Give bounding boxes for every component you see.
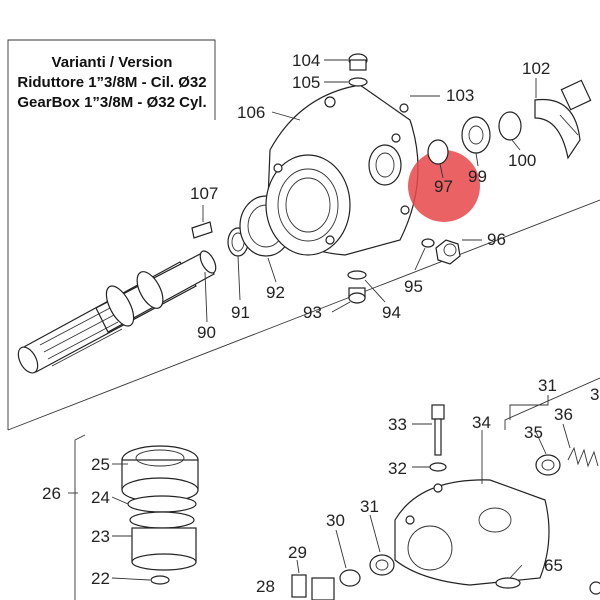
callout-90: 90 bbox=[197, 323, 216, 342]
washer-32 bbox=[429, 462, 447, 472]
piston-stack bbox=[121, 445, 199, 585]
part-29 bbox=[291, 574, 335, 600]
plug-103 bbox=[399, 103, 409, 113]
ring-100 bbox=[498, 111, 522, 141]
variant-subtitle-en: GearBox 1”3/8M - Ø32 Cyl. bbox=[17, 94, 206, 111]
plug-3x bbox=[589, 581, 600, 595]
callout-107: 107 bbox=[190, 184, 218, 203]
callout-97: 97 bbox=[434, 177, 453, 196]
callout-96: 96 bbox=[487, 230, 506, 249]
lower-frame bbox=[74, 377, 600, 600]
callout-25: 25 bbox=[91, 455, 110, 474]
callout-3x: 3 bbox=[590, 385, 599, 404]
variant-panel: Varianti / Version Riduttore 1”3/8M - Ci… bbox=[7, 39, 600, 431]
callout-29: 29 bbox=[288, 543, 307, 562]
oring-95 bbox=[421, 238, 435, 248]
callout-33: 33 bbox=[388, 415, 407, 434]
callout-94: 94 bbox=[382, 303, 401, 322]
callout-30: 30 bbox=[326, 511, 345, 530]
variant-subtitle-it: Riduttore 1”3/8M - Cil. Ø32 bbox=[17, 74, 206, 91]
leader-lines bbox=[68, 59, 571, 581]
callout-104: 104 bbox=[292, 51, 320, 70]
variant-title: Varianti / Version bbox=[52, 54, 173, 71]
callout-105: 105 bbox=[292, 73, 320, 92]
callout-99: 99 bbox=[468, 167, 487, 186]
callout-91: 91 bbox=[231, 303, 250, 322]
oring-97 bbox=[427, 139, 449, 165]
ring-30 bbox=[339, 569, 361, 587]
callout-92: 92 bbox=[266, 283, 285, 302]
callout-32: 32 bbox=[388, 459, 407, 478]
spring-36 bbox=[567, 446, 599, 468]
callout-31-top: 31 bbox=[538, 376, 557, 395]
valve-31 bbox=[369, 554, 395, 576]
callout-36: 36 bbox=[554, 405, 573, 424]
bottom-plug bbox=[347, 270, 367, 304]
bolt-33 bbox=[431, 404, 445, 456]
callout-28: 28 bbox=[256, 577, 275, 596]
callout-34: 34 bbox=[472, 413, 491, 432]
highlight-spot bbox=[408, 150, 480, 222]
elbow-102 bbox=[534, 79, 592, 160]
gearbox-housing bbox=[265, 84, 419, 256]
plug-96 bbox=[435, 239, 461, 265]
valve-35 bbox=[535, 454, 561, 476]
callout-22: 22 bbox=[91, 569, 110, 588]
callout-103: 103 bbox=[446, 86, 474, 105]
callout-31-bottom: 31 bbox=[360, 497, 379, 516]
callout-23: 23 bbox=[91, 527, 110, 546]
callout-labels: 104 105 103 102 106 107 97 99 100 96 95 … bbox=[42, 51, 599, 596]
shaft-part bbox=[17, 250, 217, 374]
callout-26: 26 bbox=[42, 484, 61, 503]
head-34 bbox=[394, 479, 550, 586]
callout-35: 35 bbox=[524, 423, 543, 442]
callout-24: 24 bbox=[91, 488, 110, 507]
callout-100: 100 bbox=[508, 151, 536, 170]
callout-65: 65 bbox=[544, 556, 563, 575]
fitting-99 bbox=[461, 116, 491, 154]
callout-102: 102 bbox=[522, 59, 550, 78]
callout-93: 93 bbox=[303, 303, 322, 322]
key-part bbox=[191, 221, 213, 239]
callout-106: 106 bbox=[237, 103, 265, 122]
top-plug bbox=[348, 53, 368, 87]
callout-95: 95 bbox=[404, 277, 423, 296]
ring-65 bbox=[495, 577, 521, 589]
